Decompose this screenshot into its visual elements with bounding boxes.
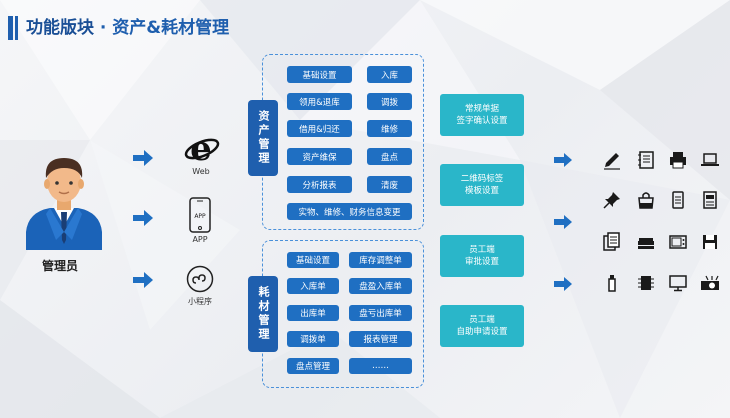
consumable-item[interactable]: 盘点管理: [287, 358, 339, 374]
arrow-icon: [554, 153, 572, 167]
title-main: 功能版块: [26, 18, 94, 38]
config-line2: 审批设置: [464, 257, 499, 267]
consumable-item[interactable]: 报表管理: [349, 331, 412, 347]
asset-item[interactable]: 借用&归还: [287, 120, 352, 137]
svg-text:APP: APP: [194, 213, 206, 220]
consumable-item[interactable]: 出库单: [287, 305, 339, 321]
channel-label-mini-program: 小程序: [188, 297, 212, 306]
mini-program-icon: [186, 265, 214, 297]
floppy-icon: [700, 232, 720, 252]
page-title: 功能版块 · 资产&耗材管理: [26, 16, 229, 40]
projector-icon: [700, 273, 720, 293]
laptop-icon: [700, 150, 720, 170]
asset-item[interactable]: 实物、维修、财务信息变更: [287, 203, 412, 220]
consumable-item[interactable]: 入库单: [287, 278, 339, 294]
asset-group-title: 资产管理: [248, 100, 278, 176]
consumable-item[interactable]: 库存调整单: [349, 252, 412, 268]
printer-icon: [668, 150, 688, 170]
arrow-icon: [133, 272, 153, 288]
pen-icon: [602, 150, 622, 170]
config-line2: 签字确认设置: [456, 116, 508, 126]
config-line1: 二维码标签: [460, 174, 504, 184]
asset-item[interactable]: 分析报表: [287, 176, 352, 193]
asset-item[interactable]: 资产维保: [287, 148, 352, 165]
bag-icon: [636, 190, 656, 210]
phone-icon: [668, 190, 688, 210]
channel-label-app: APP: [192, 235, 208, 244]
config-box-approval[interactable]: 员工端 审批设置: [440, 235, 524, 277]
ie-browser-icon: e: [184, 129, 220, 170]
consumable-item[interactable]: 盘盈入库单: [349, 278, 412, 294]
oven-icon: [668, 232, 688, 252]
consumable-item[interactable]: 盘亏出库单: [349, 305, 412, 321]
title-accent-bar: [8, 16, 13, 40]
config-line1: 员工端: [469, 315, 495, 325]
asset-item[interactable]: 调拨: [367, 93, 412, 110]
admin-avatar-icon: [20, 150, 108, 250]
config-box-qr-template[interactable]: 二维码标签 模板设置: [440, 164, 524, 206]
config-box-document-sign[interactable]: 常规单据 签字确认设置: [440, 94, 524, 136]
asset-item[interactable]: 维修: [367, 120, 412, 137]
asset-item[interactable]: 入库: [367, 66, 412, 83]
asset-item[interactable]: 清废: [367, 176, 412, 193]
app-phone-icon: APP: [188, 197, 212, 237]
arrow-icon: [554, 277, 572, 291]
config-line1: 员工端: [469, 245, 495, 255]
cabinet-icon: [700, 190, 720, 210]
config-line1: 常规单据: [464, 104, 499, 114]
arrow-icon: [133, 150, 153, 166]
config-box-self-service[interactable]: 员工端 自助申请设置: [440, 305, 524, 347]
asset-item[interactable]: 基础设置: [287, 66, 352, 83]
config-line2: 模板设置: [464, 186, 499, 196]
arrow-icon: [133, 210, 153, 226]
consumable-item[interactable]: ……: [349, 358, 412, 374]
stapler-icon: [636, 232, 656, 252]
arrow-icon: [554, 215, 572, 229]
title-sub: · 资产&耗材管理: [94, 18, 230, 38]
asset-item[interactable]: 盘点: [367, 148, 412, 165]
consumable-item[interactable]: 基础设置: [287, 252, 339, 268]
admin-label: 管理员: [41, 259, 78, 273]
svg-text:e: e: [190, 132, 212, 166]
monitor-icon: [668, 273, 688, 293]
asset-item[interactable]: 领用&退库: [287, 93, 352, 110]
pin-icon: [602, 190, 622, 210]
chip-icon: [636, 273, 656, 293]
title-accent-bar-thin: [15, 16, 18, 40]
marker-icon: [602, 273, 622, 293]
consumable-group-title: 耗材管理: [248, 276, 278, 352]
notepad-icon: [636, 150, 656, 170]
consumable-item[interactable]: 调拨单: [287, 331, 339, 347]
config-line2: 自助申请设置: [456, 327, 508, 337]
channel-label-web: Web: [192, 167, 210, 176]
documents-icon: [602, 232, 622, 252]
